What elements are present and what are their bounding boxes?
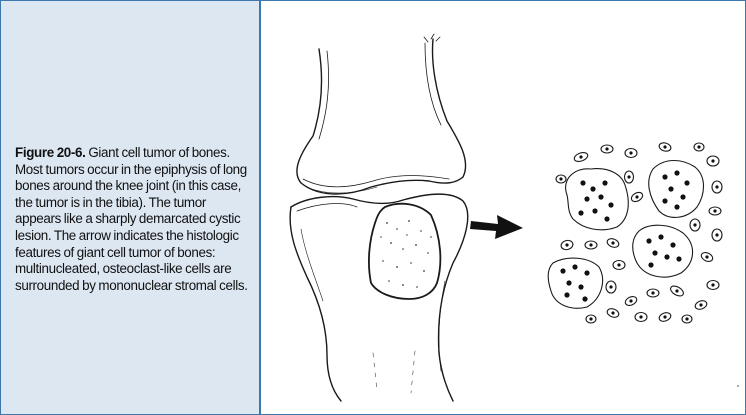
figure-caption: Figure 20-6. Giant cell tumor of bones. … [15, 145, 251, 294]
stromal-nuclei [559, 145, 718, 320]
giant-cell-nuclei [560, 170, 689, 301]
tumor-lesion [369, 204, 440, 299]
arrow-right-icon [470, 215, 523, 239]
caption-panel: Figure 20-6. Giant cell tumor of bones. … [1, 1, 261, 414]
illustration-area [263, 1, 745, 414]
femur-drawing [297, 34, 466, 194]
knee-illustration [263, 1, 745, 414]
figure-label: Figure 20-6. [15, 145, 85, 160]
giant-cell [566, 169, 629, 230]
giant-cells [548, 161, 703, 309]
giant-cell [633, 225, 693, 277]
caption-text: Giant cell tumor of bones. Most tumors o… [15, 145, 248, 293]
histology-drawing [548, 142, 722, 323]
tibia-drawing [290, 194, 468, 401]
lesion-stipple [380, 220, 432, 288]
